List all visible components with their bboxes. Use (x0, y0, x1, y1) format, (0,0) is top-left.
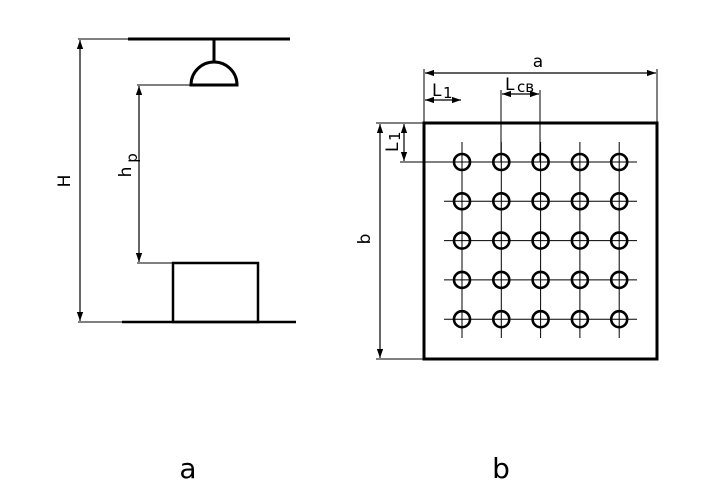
luminaire-icon (609, 270, 629, 290)
luminaire-icon (452, 270, 472, 290)
label-L1v-sub: 1 (386, 131, 404, 141)
luminaire-icon (570, 309, 590, 329)
label-b: b (355, 234, 375, 245)
luminaire-icon (452, 152, 472, 172)
label-h: h (116, 167, 136, 178)
caption-b: b (492, 452, 510, 485)
luminaire-icon (452, 192, 472, 211)
luminaire-icon (570, 152, 590, 172)
luminaire-icon (491, 231, 511, 250)
luminaire-icon (531, 309, 550, 329)
luminaire-icon (609, 309, 629, 329)
diagram-a (76, 37, 296, 324)
luminaire-icon (570, 270, 590, 290)
luminaire-icon (609, 152, 629, 172)
luminaire-icon (531, 270, 550, 290)
luminaire-icon (491, 309, 511, 329)
work-surface (171, 261, 260, 324)
label-h-sub: p (123, 153, 141, 163)
luminaire-grid-lines (444, 142, 637, 338)
luminaire-icon (609, 231, 629, 250)
luminaire-icon (570, 231, 590, 250)
label-L1-main: L (432, 81, 442, 101)
luminaire-icon (570, 192, 590, 211)
luminaire-dome-icon (189, 60, 239, 87)
caption-a: a (179, 452, 196, 485)
label-a: a (533, 52, 543, 72)
luminaire-icon (491, 192, 511, 211)
luminaire-grid (452, 152, 629, 329)
luminaire-icon (452, 309, 472, 329)
luminaire-icon (491, 152, 511, 172)
label-H: H (55, 175, 75, 188)
label-Lcb-sub: св (517, 78, 534, 96)
diagram-b (376, 69, 659, 361)
luminaire-icon (491, 270, 511, 290)
luminaire-icon (452, 231, 472, 250)
label-Lcb-main: L (505, 75, 515, 95)
luminaire-icon (531, 152, 550, 172)
label-L1-sub: 1 (443, 84, 453, 102)
luminaire-icon (531, 192, 550, 211)
luminaire-icon (609, 192, 629, 211)
luminaire-icon (531, 231, 550, 250)
label-L1v-main: L (383, 142, 403, 152)
